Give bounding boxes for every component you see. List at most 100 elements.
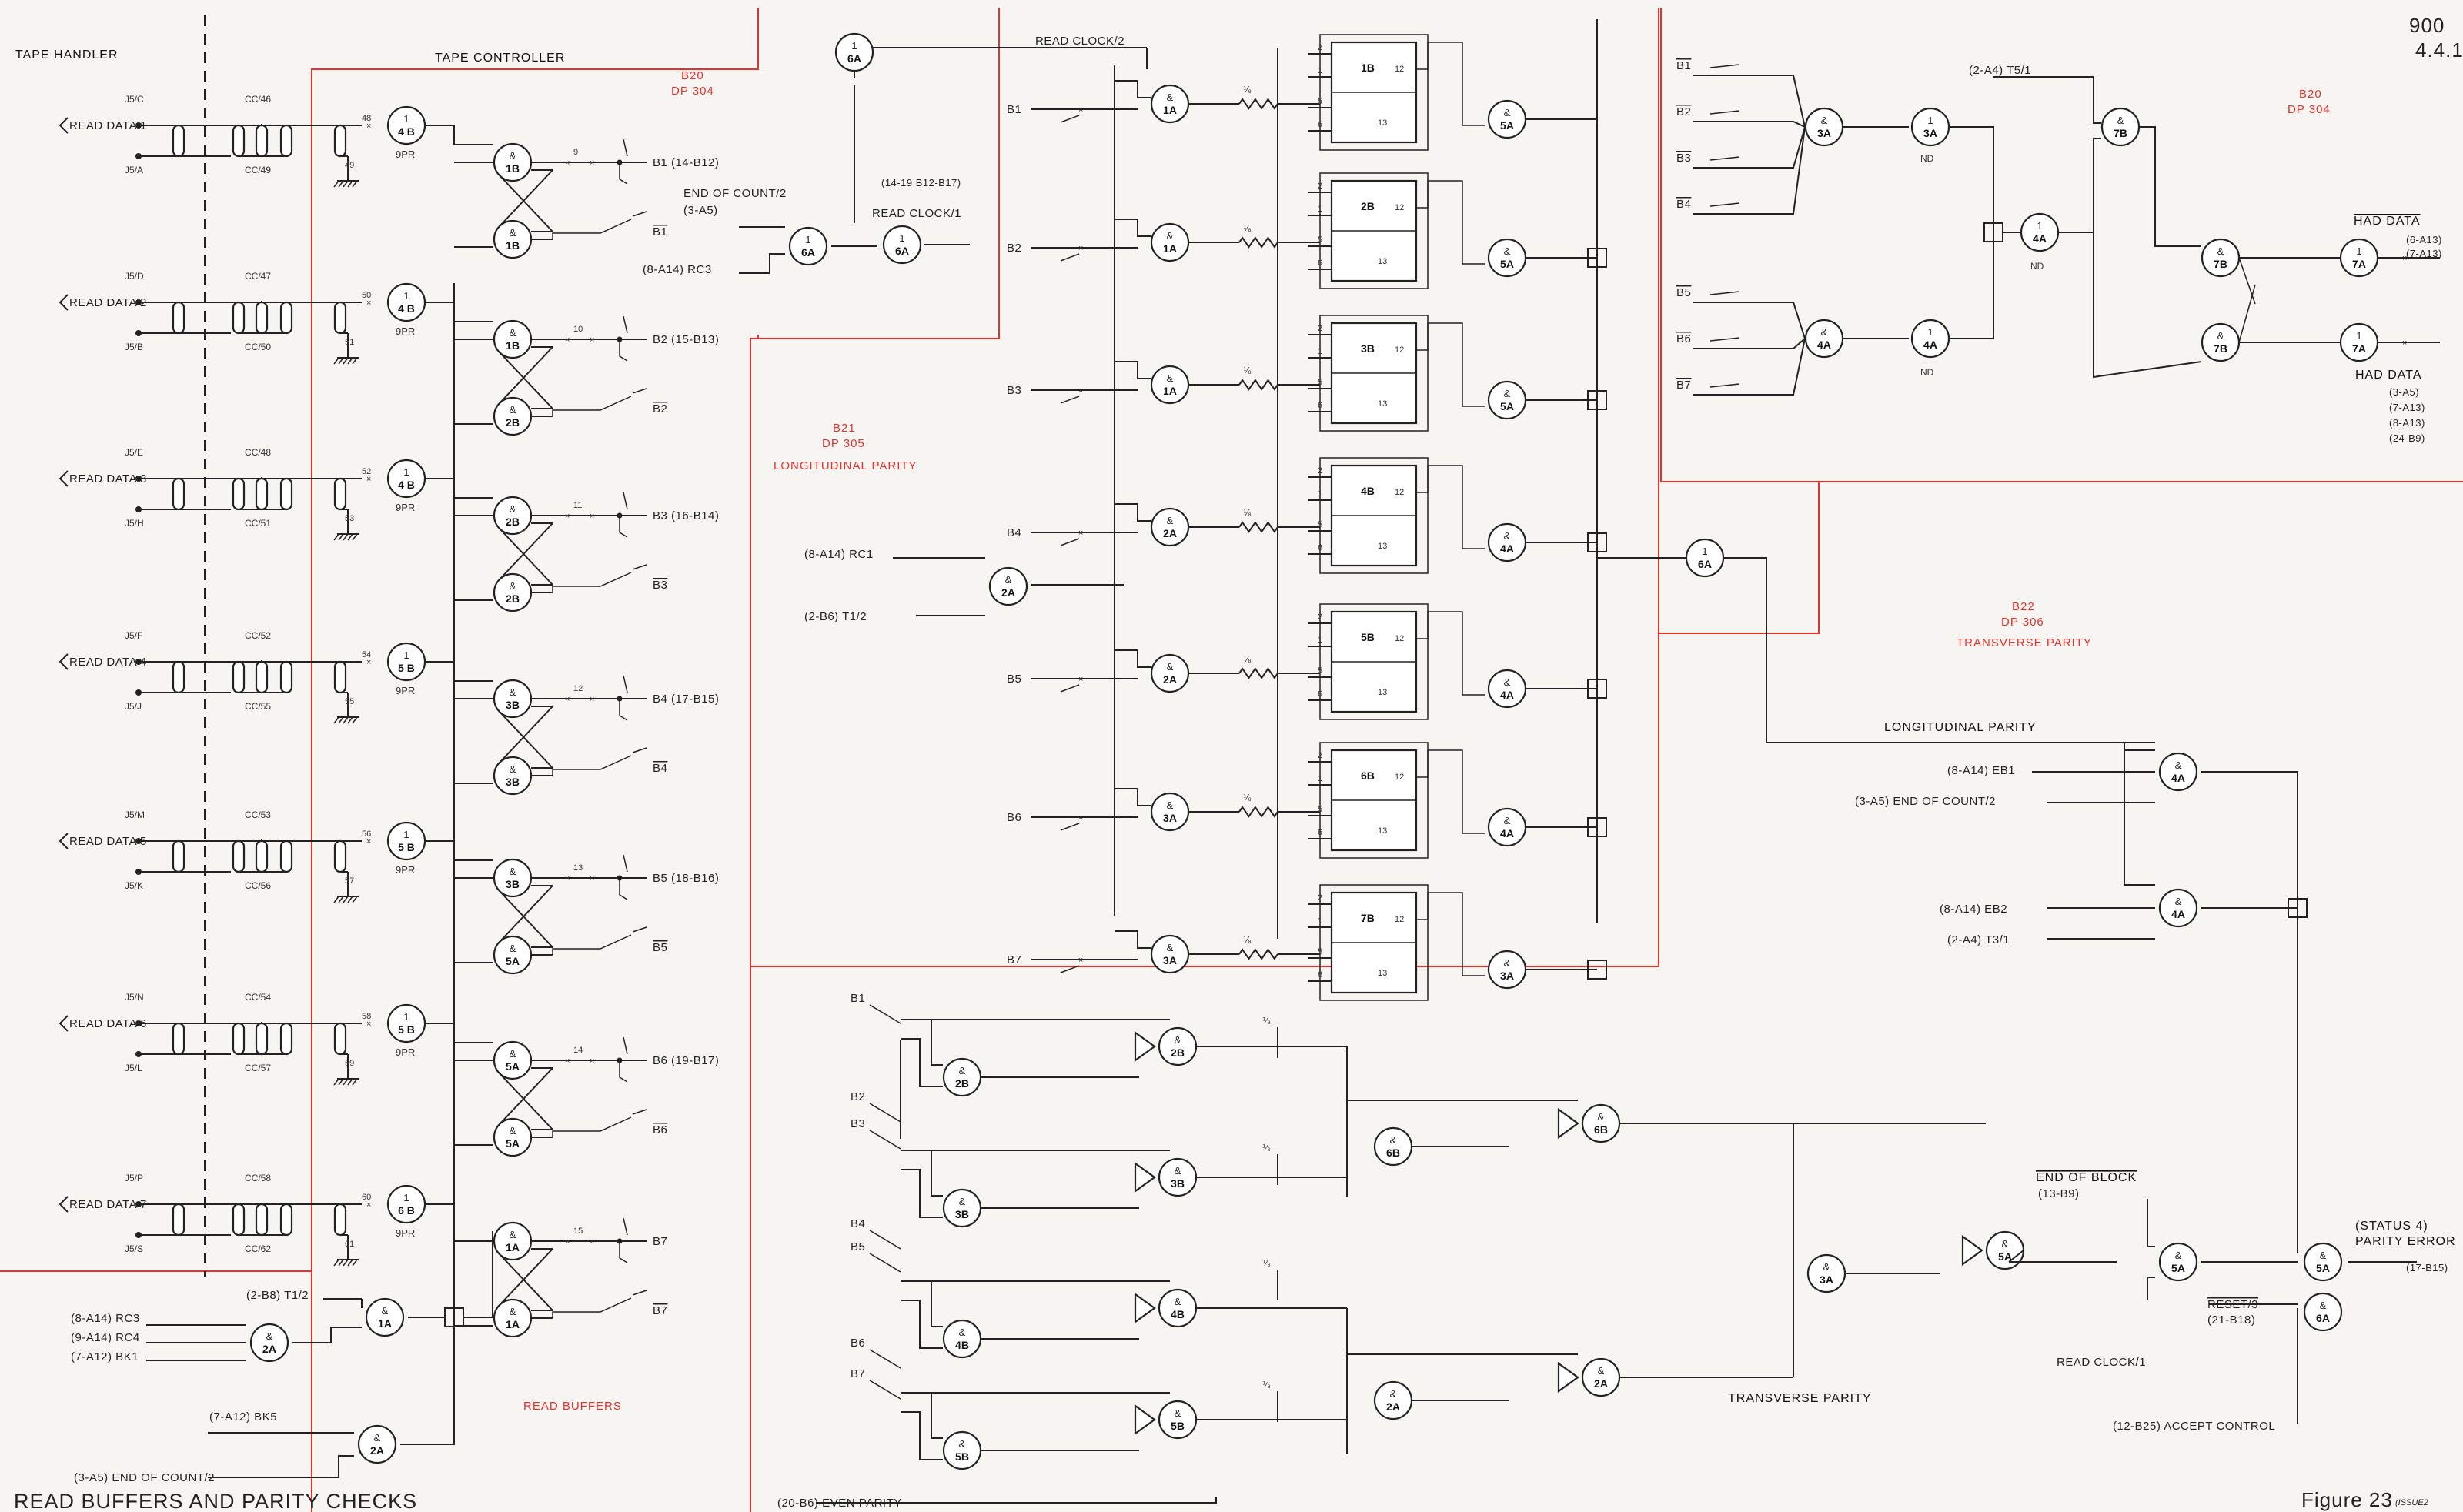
wire-cross-mark: ×	[1078, 105, 1083, 115]
end-of-block-ref: (13-B9)	[2038, 1187, 2080, 1200]
figure-number: Figure 23	[2301, 1488, 2393, 1511]
svg-text:1: 1	[403, 1011, 409, 1023]
svg-text:&: &	[510, 150, 516, 162]
terminal-number: 49	[345, 161, 354, 170]
pin-number: 1	[1318, 205, 1322, 214]
t5-1-input: (2-A4) T5/1	[1969, 64, 2031, 77]
test-lead	[619, 162, 628, 185]
wire	[869, 1380, 901, 1400]
buffer-output-bar-B5: B5	[653, 941, 667, 954]
board-outlines	[0, 8, 2463, 1512]
lp-input-gate: &2A	[1150, 507, 1190, 547]
had-ref-4: (24-B9)	[2389, 432, 2425, 444]
connector-pin	[232, 1022, 246, 1056]
wire	[453, 1023, 493, 1043]
buffer-output-B3: B3 (16-B14)	[653, 509, 719, 522]
terminal-number: 56	[362, 829, 371, 839]
t1-2-input: (2-B6) T1/2	[804, 610, 867, 623]
buffer-gate: &5A	[493, 935, 533, 975]
wire	[333, 180, 339, 188]
svg-text:2B: 2B	[506, 516, 520, 528]
wire	[343, 180, 349, 188]
wire	[632, 747, 647, 753]
svg-text:4A: 4A	[1500, 689, 1514, 701]
svg-text:3A: 3A	[1817, 127, 1831, 139]
wire	[901, 1038, 943, 1087]
had-out-gate-7a-b: 17A	[2339, 322, 2379, 362]
test-lead	[619, 699, 628, 721]
tp-xor-gate: &6B	[1557, 1103, 1621, 1143]
status-4: (STATUS 4)	[2355, 1220, 2428, 1233]
svg-text:1: 1	[2037, 220, 2042, 232]
wire	[352, 533, 358, 541]
buffer-gate: &1B	[493, 219, 533, 259]
svg-text:&: &	[1167, 799, 1174, 811]
ground-symbol	[333, 523, 359, 541]
svg-text:&: &	[2175, 759, 2182, 771]
connector-pin	[255, 477, 269, 511]
gate-2a-rc1: &2A	[988, 566, 1028, 606]
svg-text:&: &	[1821, 326, 1828, 338]
gate-6a-merge: 16A	[1685, 538, 1725, 578]
wire	[347, 716, 353, 724]
wire-cross-mark: ×	[366, 299, 371, 308]
svg-text:1: 1	[1702, 546, 1707, 557]
svg-text:5A: 5A	[506, 1137, 520, 1150]
had-gate-7b-a: &7B	[2100, 107, 2141, 147]
connector-pin-label: J5/P	[125, 1173, 143, 1183]
svg-text:5A: 5A	[1500, 119, 1514, 132]
had-input-B1: B1	[1676, 59, 1691, 72]
parity-error: PARITY ERROR	[2355, 1235, 2456, 1248]
svg-text:2A: 2A	[1001, 586, 1015, 599]
connector-pin	[333, 1203, 347, 1237]
svg-text:5 B: 5 B	[398, 1023, 415, 1036]
svg-text:2B: 2B	[506, 592, 520, 605]
connector-pin-label: CC/57	[245, 1063, 271, 1073]
svg-text:&: &	[2117, 115, 2124, 126]
svg-text:2A: 2A	[1163, 673, 1177, 686]
wire	[1416, 749, 1485, 834]
wire-cross-mark: ×	[366, 122, 371, 131]
pin-number: 6	[1318, 970, 1322, 980]
had-gate-7b-b: &7B	[2201, 238, 2241, 278]
connector-pin	[172, 124, 185, 158]
flip-flop-label: 5B	[1361, 631, 1375, 643]
svg-text:&: &	[959, 1327, 966, 1338]
wire	[1709, 291, 1740, 295]
svg-text:5B: 5B	[1171, 1420, 1185, 1432]
had-ref-3: (8-A13)	[2389, 417, 2425, 429]
pin-number: 6	[1318, 120, 1322, 129]
svg-text:&: &	[1167, 942, 1174, 953]
wire-cross-mark: ×	[1078, 244, 1083, 253]
sig-end-count-2: (3-A5) END OF COUNT/2	[74, 1471, 215, 1484]
wire-cross-mark: ×	[565, 695, 570, 704]
svg-text:6A: 6A	[895, 245, 909, 257]
svg-text:&: &	[510, 227, 516, 239]
transverse-parity-tree: B1B2B3B4B5B6B7&2B&2B&3B&3B&4B&4B&5B&5B&6…	[816, 992, 2025, 1504]
connector-pin-label: J5/D	[125, 271, 144, 282]
svg-text:&: &	[1504, 388, 1511, 399]
svg-text:&: &	[1167, 515, 1174, 526]
pin-number: ⅟₈	[1262, 1259, 1271, 1268]
buffer-gate: &5A	[493, 1040, 533, 1080]
had-data-bar-label: HAD DATA	[2354, 215, 2421, 228]
wire	[901, 1280, 943, 1327]
svg-text:5A: 5A	[1998, 1250, 2012, 1263]
svg-text:1: 1	[403, 466, 409, 478]
svg-text:5A: 5A	[506, 955, 520, 967]
wire	[1709, 337, 1740, 342]
pin-number: 2	[1318, 893, 1322, 903]
read-data-label: READ DATA 6	[69, 1017, 147, 1030]
wire	[1693, 126, 1806, 215]
lp-output-gate: &3A	[1487, 950, 1527, 990]
connector-pin	[255, 839, 269, 873]
lp-output-gate: &5A	[1487, 238, 1527, 278]
connector-pin	[279, 839, 293, 873]
wire	[1115, 361, 1151, 379]
pin-number: ⅟₈	[1243, 655, 1252, 664]
pin-number: 12	[1395, 65, 1404, 74]
svg-text:2A: 2A	[1163, 527, 1177, 539]
